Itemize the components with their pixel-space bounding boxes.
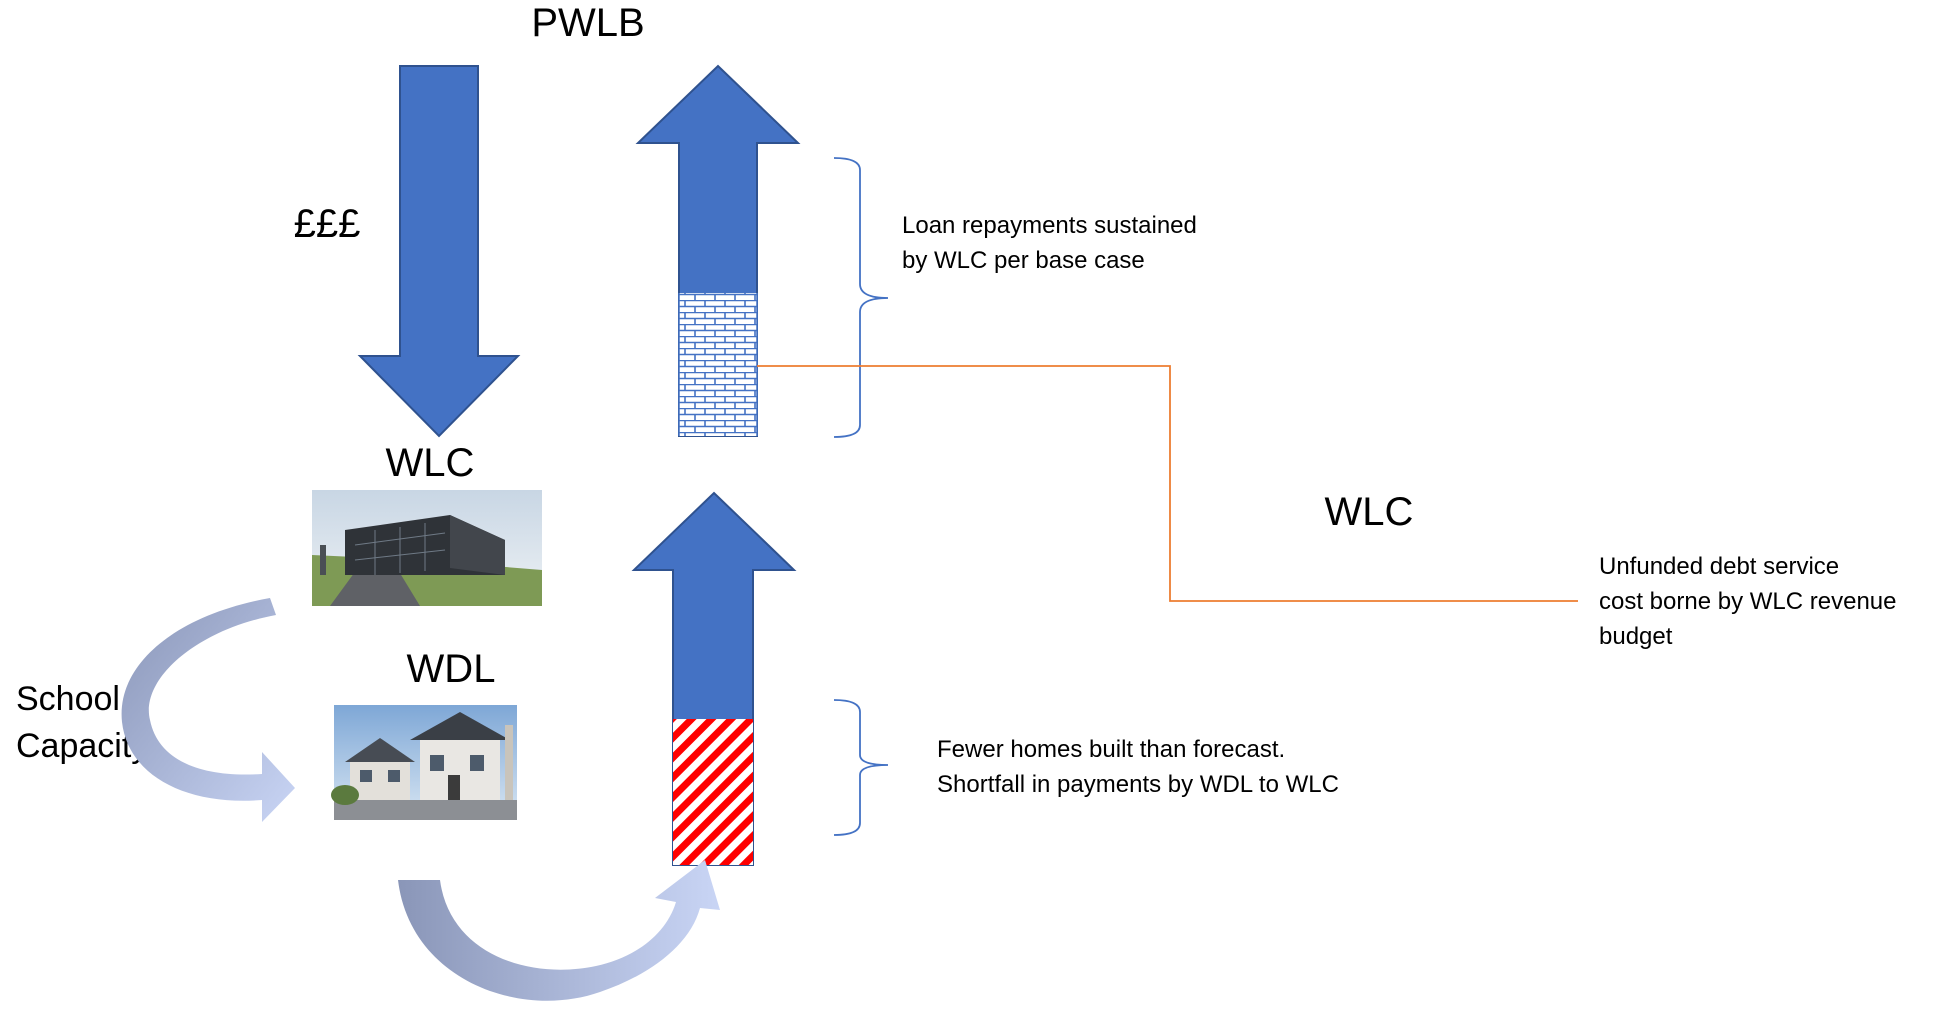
unfunded-text-line2: cost borne by WLC revenue: [1599, 588, 1896, 615]
funding-down-arrow: [357, 65, 521, 438]
wdl-to-payment-curved-arrow: [398, 860, 720, 1001]
unfunded-text-line1: Unfunded debt service: [1599, 553, 1839, 580]
shortfall-striped-segment: [673, 719, 753, 865]
loan-repayments-brace: [833, 157, 889, 438]
pounds-label: £££: [294, 202, 361, 246]
office-building-photo: [312, 490, 542, 606]
loan-repayments-text-line1: Loan repayments sustained: [902, 212, 1197, 239]
fewer-homes-text-line2: Shortfall in payments by WDL to WLC: [937, 771, 1339, 798]
wdl-label: WDL: [407, 647, 496, 691]
school-capacity-label-line1: School: [16, 680, 120, 718]
unfunded-brick-segment: [679, 293, 757, 436]
fewer-homes-text-line1: Fewer homes built than forecast.: [937, 736, 1285, 763]
unfunded-text-line3: budget: [1599, 623, 1673, 650]
unfunded-connector-line: [757, 365, 1578, 602]
wlc-right-label: WLC: [1325, 490, 1414, 534]
housing-development-photo: [331, 705, 517, 820]
wlc-label: WLC: [386, 441, 475, 485]
school-capacity-curved-arrow: [121, 598, 295, 822]
loan-repayments-text-line2: by WLC per base case: [902, 247, 1145, 274]
pwlb-label: PWLB: [531, 1, 644, 45]
shortfall-brace: [833, 699, 889, 836]
